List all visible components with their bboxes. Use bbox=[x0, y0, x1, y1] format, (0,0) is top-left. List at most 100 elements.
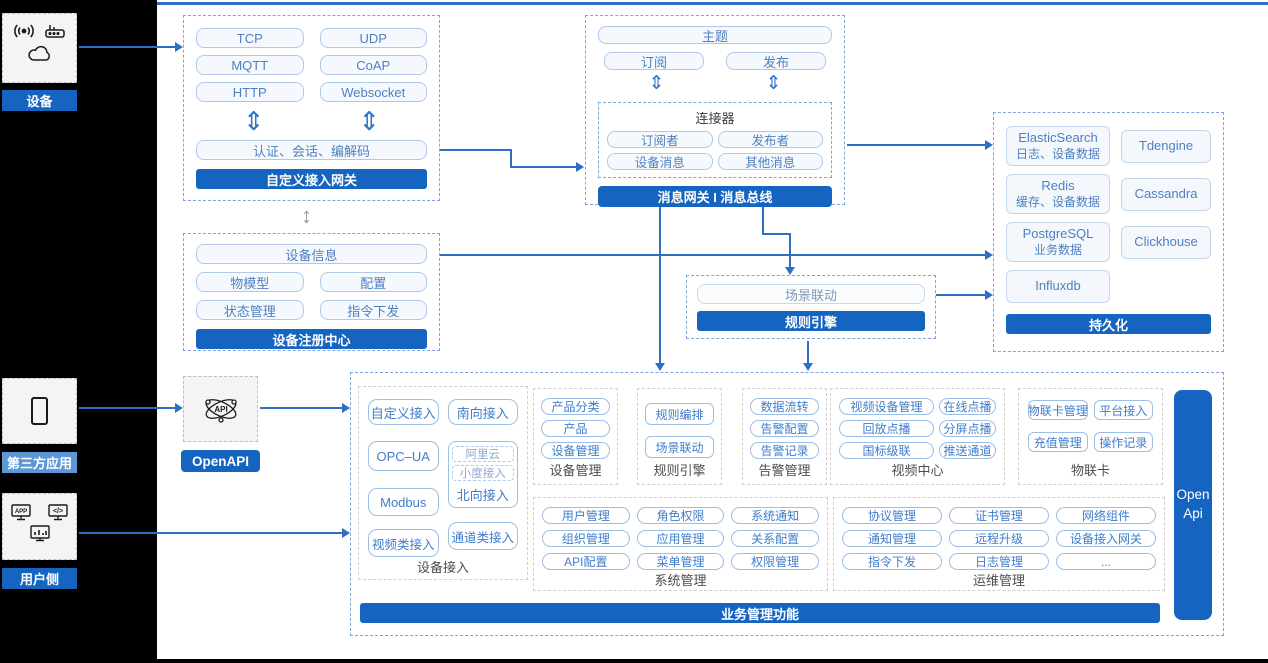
xiaodu-pill: 小度接入 bbox=[451, 465, 514, 481]
db-name: PostgreSQL bbox=[1022, 226, 1094, 242]
subscribe-pill: 订阅 bbox=[604, 52, 704, 70]
cert-mgmt-pill: 证书管理 bbox=[949, 507, 1049, 524]
third-party-label: 第三方应用 bbox=[2, 452, 77, 473]
remote-upgrade-pill: 远程升级 bbox=[949, 530, 1049, 547]
app-window-icon: APP bbox=[10, 503, 32, 521]
device-message-pill: 设备消息 bbox=[607, 153, 713, 170]
custom-gateway-box: TCP UDP MQTT CoAP HTTP Websocket ⇕ ⇕ 认证、… bbox=[183, 15, 440, 201]
arrowhead bbox=[576, 162, 584, 172]
router-icon bbox=[43, 22, 67, 40]
south-access-pill: 南向接入 bbox=[447, 399, 518, 425]
publisher-pill: 发布者 bbox=[717, 131, 823, 148]
message-bus-box: 主题 订阅 发布 ⇕ ⇕ 连接器 订阅者 发布者 设备消息 其他消息 消息网关 … bbox=[585, 15, 845, 207]
protocol-pill-udp: UDP bbox=[319, 28, 427, 48]
arrowhead bbox=[985, 290, 993, 300]
db-influxdb: Influxdb bbox=[1006, 270, 1110, 303]
line-rule-to-business bbox=[807, 341, 809, 365]
openapi-label: OpenAPI bbox=[181, 450, 260, 472]
perm-mgmt-pill: 权限管理 bbox=[731, 553, 819, 570]
rule-orchestration-pill: 规则编排 bbox=[645, 403, 714, 425]
updown-arrow-icon: ⇕ bbox=[358, 106, 381, 136]
device-info-pill: 设备信息 bbox=[196, 244, 427, 264]
user-mgmt-pill: 用户管理 bbox=[542, 507, 630, 524]
config-pill: 配置 bbox=[319, 272, 427, 292]
topic-pill: 主题 bbox=[598, 26, 832, 44]
db-clickhouse: Clickhouse bbox=[1121, 225, 1211, 259]
video-label: 视频中心 bbox=[891, 463, 944, 478]
svg-text:APP: APP bbox=[15, 509, 27, 515]
menu-mgmt-pill: 菜单管理 bbox=[636, 553, 725, 570]
group-device-access: 自定义接入 OPC–UA Modbus 视频类接入 南向接入 阿里云 小度接入 … bbox=[358, 386, 528, 580]
protocol-pill-mqtt: MQTT bbox=[196, 55, 304, 75]
db-name: Redis bbox=[1041, 178, 1075, 194]
group-system: 用户管理 角色权限 系统通知 组织管理 应用管理 关系配置 API配置 菜单管理… bbox=[533, 497, 828, 591]
open-api-line1: Open bbox=[1176, 487, 1210, 503]
top-blue-line bbox=[157, 2, 1268, 5]
line-bus-to-rule-3 bbox=[789, 233, 791, 269]
user-side-label: 用户侧 bbox=[2, 568, 77, 589]
split-screen-pill: 分屏点播 bbox=[939, 420, 996, 437]
org-mgmt-pill: 组织管理 bbox=[542, 530, 630, 547]
arrowhead bbox=[342, 528, 350, 538]
network-comp-pill: 网络组件 bbox=[1056, 507, 1156, 524]
open-api-vertical-bar: Open Api bbox=[1174, 390, 1212, 620]
north-access-label: 北向接入 bbox=[456, 488, 509, 503]
platform-access-pill: 平台接入 bbox=[1093, 400, 1153, 420]
arrowhead bbox=[985, 140, 993, 150]
message-bus-title-bar: 消息网关 I 消息总线 bbox=[598, 186, 832, 207]
arrowhead bbox=[785, 267, 795, 275]
product-pill: 产品 bbox=[541, 420, 610, 437]
user-icons-box: APP </> bbox=[2, 493, 77, 560]
device-icons-box bbox=[2, 13, 77, 83]
db-sub: 缓存、设备数据 bbox=[1015, 194, 1100, 209]
db-cassandra: Cassandra bbox=[1121, 177, 1211, 211]
scene-linkage-small-pill: 场景联动 bbox=[645, 436, 714, 458]
device-access-label: 设备接入 bbox=[416, 560, 469, 575]
data-flow-pill: 数据流转 bbox=[750, 398, 819, 415]
rule-engine-title-bar: 规则引擎 bbox=[697, 311, 925, 331]
line-user-to-business bbox=[79, 532, 344, 534]
arrowhead bbox=[342, 403, 350, 413]
db-redis: Redis 缓存、设备数据 bbox=[1006, 174, 1110, 214]
signal-icon bbox=[12, 22, 36, 40]
recharge-mgmt-pill: 充值管理 bbox=[1028, 432, 1088, 452]
device-mgmt-pill: 设备管理 bbox=[541, 442, 610, 459]
arrowhead bbox=[175, 403, 183, 413]
rule-engine-label: 规则引擎 bbox=[653, 463, 706, 478]
code-icon: </> bbox=[47, 503, 69, 521]
system-label: 系统管理 bbox=[654, 573, 707, 588]
third-party-icons-box bbox=[2, 378, 77, 444]
north-access-group: 阿里云 小度接入 北向接入 bbox=[447, 441, 518, 508]
other-message-pill: 其他消息 bbox=[717, 153, 823, 170]
push-channel-pill: 推送通道 bbox=[939, 442, 996, 459]
line-bus-to-rule-1 bbox=[762, 207, 764, 235]
device-access-gateway-pill: 设备接入网关 bbox=[1056, 530, 1156, 547]
line-connector-to-elasticsearch bbox=[847, 144, 987, 146]
arrowhead bbox=[175, 42, 183, 52]
protocol-pill-websocket: Websocket bbox=[319, 82, 427, 102]
iot-card-label: 物联卡 bbox=[1070, 463, 1110, 478]
protocol-pill-http: HTTP bbox=[196, 82, 304, 102]
updown-gray-arrow-icon: ↕ bbox=[301, 203, 312, 228]
svg-text:API: API bbox=[214, 405, 227, 414]
opc-ua-pill: OPC–UA bbox=[368, 441, 439, 471]
command-send-small-pill: 指令下发 bbox=[842, 553, 942, 570]
playback-pill: 回放点播 bbox=[839, 420, 934, 437]
group-iot-card: 物联卡管理 平台接入 充值管理 操作记录 物联卡 bbox=[1018, 388, 1163, 485]
rule-engine-box: 场景联动 规则引擎 bbox=[686, 275, 936, 339]
line-gateway-to-bus-3 bbox=[510, 166, 578, 168]
db-tdengine: Tdengine bbox=[1121, 129, 1211, 163]
updown-arrow-icon: ⇕ bbox=[242, 106, 265, 136]
device-label: 设备 bbox=[2, 90, 77, 111]
aliyun-pill: 阿里云 bbox=[451, 446, 514, 462]
persistence-box: ElasticSearch 日志、设备数据 Tdengine Redis 缓存、… bbox=[993, 112, 1224, 352]
db-sub: 日志、设备数据 bbox=[1015, 146, 1100, 161]
channel-access-pill: 通道类接入 bbox=[447, 522, 518, 550]
line-registry-to-persistence bbox=[440, 254, 987, 256]
group-rule-engine: 规则编排 场景联动 规则引擎 bbox=[637, 388, 722, 485]
arrowhead bbox=[803, 363, 813, 371]
alarm-config-pill: 告警配置 bbox=[750, 420, 819, 437]
protocol-pill-coap: CoAP bbox=[319, 55, 427, 75]
scene-linkage-pill: 场景联动 bbox=[697, 284, 925, 304]
